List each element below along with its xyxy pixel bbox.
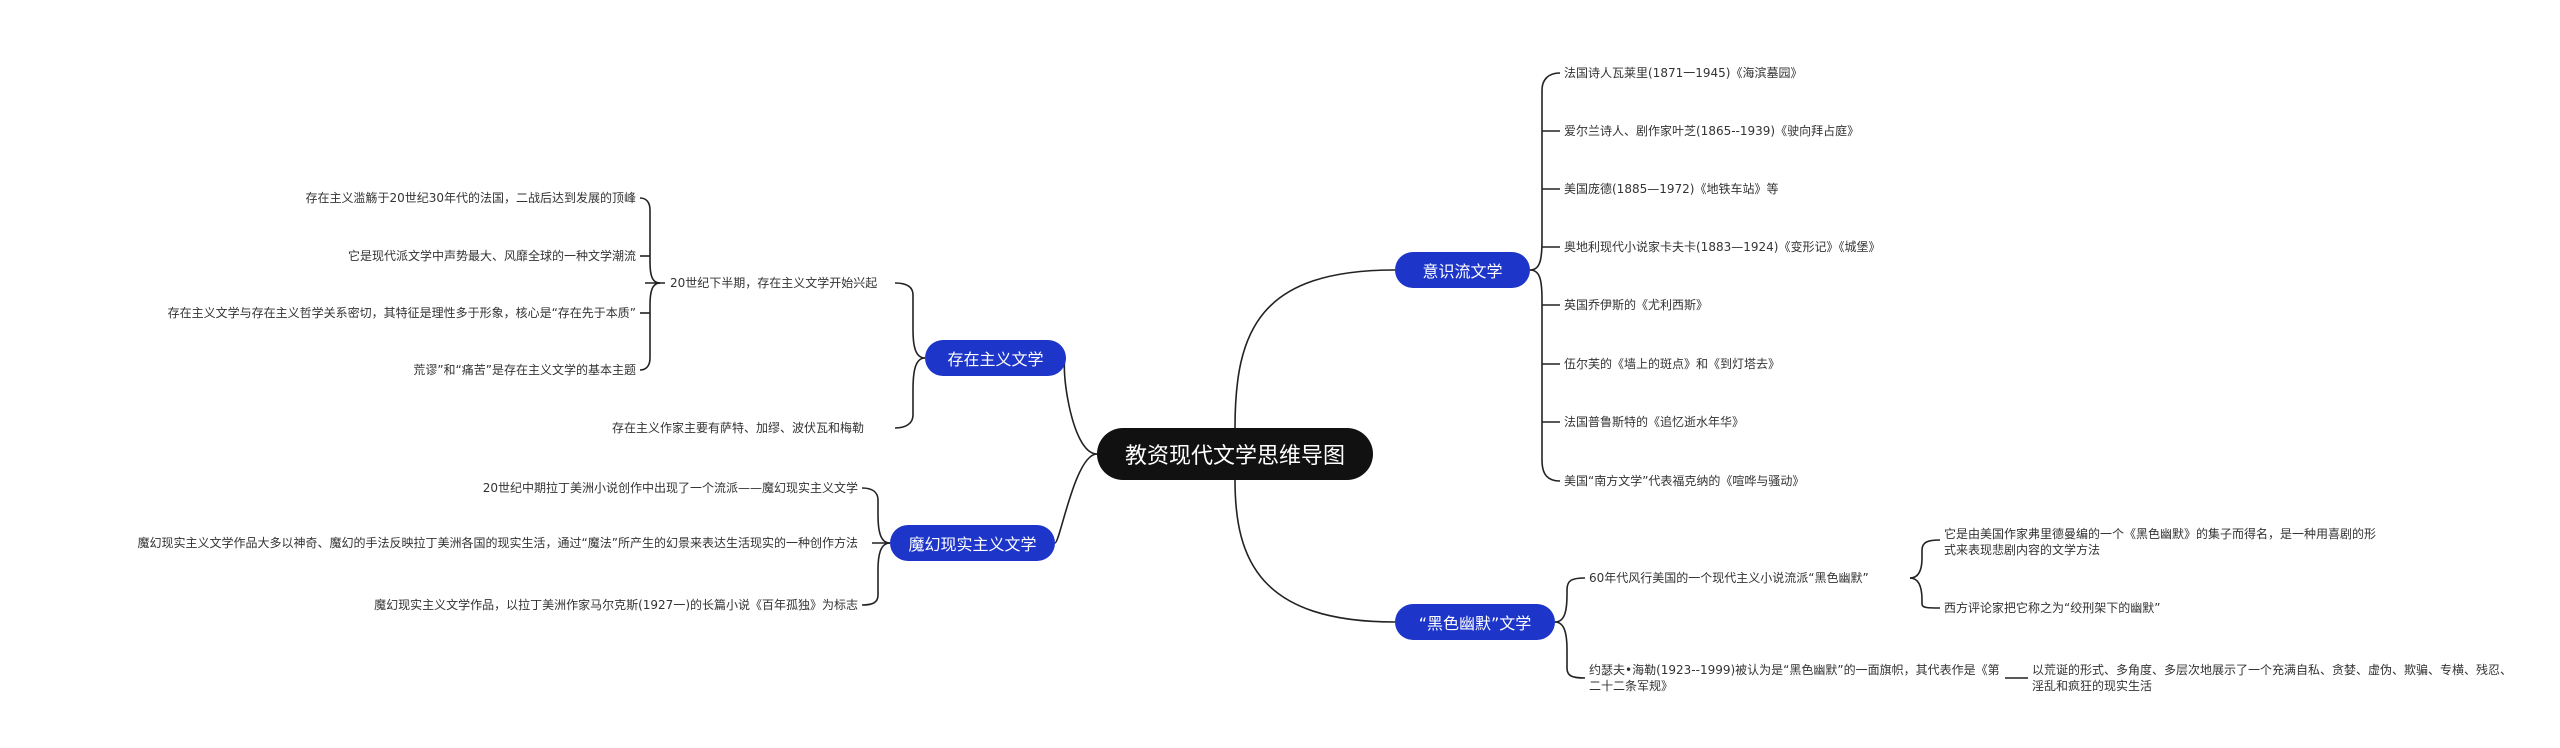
branch-magic-realism-label: 魔幻现实主义文学: [908, 535, 1037, 554]
consciousness-item[interactable]: 奥地利现代小说家卡夫卡(1883—1924)《变形记》《城堡》: [1564, 240, 1881, 254]
black-humor-sub[interactable]: 60年代风行美国的一个现代主义小说流派“黑色幽默”: [1589, 571, 1869, 585]
existentialism-sub[interactable]: 20世纪下半期，存在主义文学开始兴起: [670, 276, 878, 290]
magic-realism-item[interactable]: 魔幻现实主义文学作品，以拉丁美洲作家马尔克斯(1927一)的长篇小说《百年孤独》…: [374, 598, 858, 612]
branch-black-humor-label: “黑色幽默”文学: [1418, 614, 1532, 633]
existentialism-subitem[interactable]: 存在主义滥觞于20世纪30年代的法国，二战后达到发展的顶峰: [305, 191, 636, 205]
black-humor-sub-child[interactable]: 以荒诞的形式、多角度、多层次地展示了一个充满自私、贪婪、虚伪、欺骗、专横、残忍、…: [2032, 663, 2513, 693]
existentialism-subitem[interactable]: 荒谬”和“痛苦”是存在主义文学的基本主题: [413, 363, 636, 377]
branch-black-humor[interactable]: “黑色幽默”文学: [1395, 604, 1555, 640]
consciousness-item[interactable]: 伍尔芙的《墙上的斑点》和《到灯塔去》: [1564, 357, 1781, 371]
root-node[interactable]: 教资现代文学思维导图: [1097, 428, 1373, 480]
black-humor-sub-child[interactable]: 它是由美国作家弗里德曼编的一个《黑色幽默》的集子而得名，是一种用喜剧的形式来表现…: [1944, 527, 2377, 557]
consciousness-item[interactable]: 爱尔兰诗人、剧作家叶芝(1865--1939)《驶向拜占庭》: [1564, 124, 1860, 138]
magic-realism-item[interactable]: 20世纪中期拉丁美洲小说创作中出现了一个流派——魔幻现实主义文学: [482, 481, 858, 495]
existentialism-subitem[interactable]: 存在主义文学与存在主义哲学关系密切，其特征是理性多于形象，核心是“存在先于本质”: [167, 306, 636, 320]
consciousness-item[interactable]: 法国诗人瓦莱里(1871一1945)《海滨墓园》: [1564, 66, 1803, 80]
black-humor-sub[interactable]: 约瑟夫•海勒(1923--1999)被认为是“黑色幽默”的一面旗帜，其代表作是《…: [1589, 663, 2000, 693]
consciousness-item[interactable]: 美国“南方文学”代表福克纳的《喧哗与骚动》: [1564, 474, 1805, 488]
consciousness-item[interactable]: 法国普鲁斯特的《追忆逝水年华》: [1564, 415, 1745, 429]
magic-realism-item[interactable]: 魔幻现实主义文学作品大多以神奇、魔幻的手法反映拉丁美洲各国的现实生活，通过“魔法…: [137, 536, 858, 550]
existentialism-subitem[interactable]: 它是现代派文学中声势最大、风靡全球的一种文学潮流: [347, 249, 636, 263]
branch-existentialism-label: 存在主义文学: [947, 350, 1044, 369]
branch-existentialism[interactable]: 存在主义文学: [925, 340, 1066, 376]
branch-magic-realism[interactable]: 魔幻现实主义文学: [890, 525, 1055, 561]
branch-consciousness-label: 意识流文学: [1422, 262, 1503, 281]
existentialism-writers[interactable]: 存在主义作家主要有萨特、加缪、波伏瓦和梅勒: [612, 421, 865, 435]
branch-consciousness[interactable]: 意识流文学: [1395, 252, 1530, 288]
consciousness-item[interactable]: 美国庞德(1885—1972)《地铁车站》等: [1564, 182, 1779, 196]
root-title: 教资现代文学思维导图: [1124, 444, 1345, 469]
consciousness-item[interactable]: 英国乔伊斯的《尤利西斯》: [1564, 298, 1709, 312]
black-humor-sub-child[interactable]: 西方评论家把它称之为“绞刑架下的幽默”: [1944, 601, 2161, 615]
